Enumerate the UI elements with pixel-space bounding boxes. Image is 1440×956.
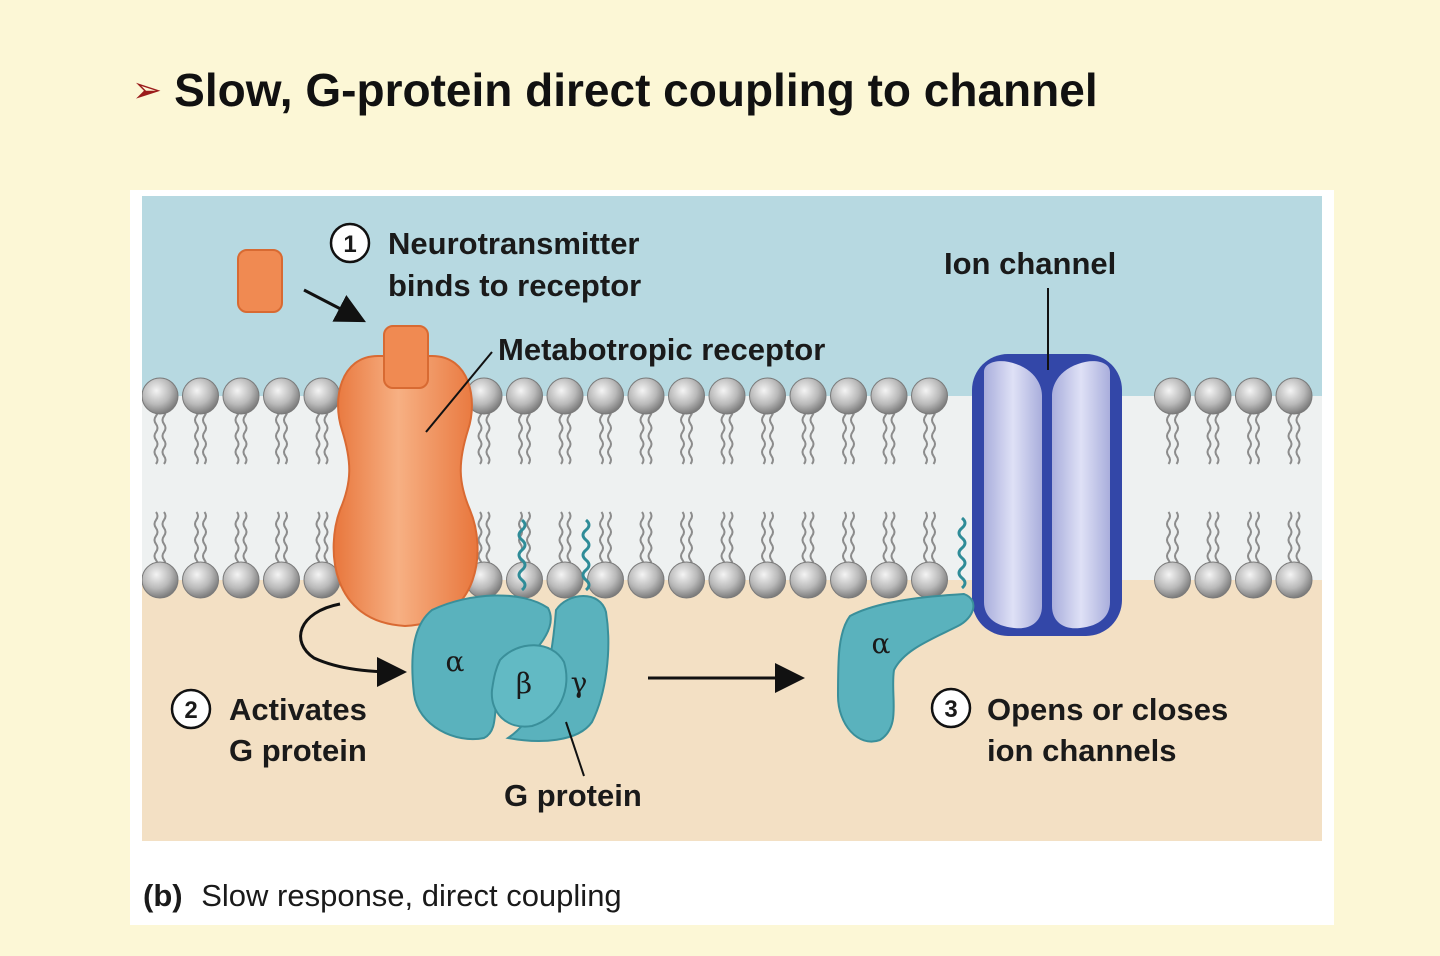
g-protein-leader-line bbox=[565, 721, 585, 777]
alpha-lipid-anchor bbox=[957, 516, 967, 590]
lipid-head bbox=[182, 377, 219, 415]
slide-title-text: Slow, G-protein direct coupling to chann… bbox=[174, 64, 1098, 116]
lipid-head bbox=[668, 561, 705, 599]
svg-text:2: 2 bbox=[184, 697, 197, 724]
slide-title: ➢ Slow, G-protein direct coupling to cha… bbox=[132, 58, 1098, 122]
lipid-head bbox=[789, 377, 827, 415]
lipid-head bbox=[830, 377, 867, 415]
caption-tag: (b) bbox=[143, 878, 183, 913]
step-2-label-line1: Activates bbox=[229, 692, 367, 727]
figure-caption: (b) Slow response, direct coupling bbox=[143, 878, 622, 913]
svg-text:3: 3 bbox=[944, 696, 957, 723]
alpha-subunit-free bbox=[836, 592, 975, 743]
membrane-core bbox=[142, 396, 1322, 580]
g-protein-lipid-anchor bbox=[581, 518, 591, 592]
lipid-head bbox=[263, 377, 300, 415]
g-protein-lipid-anchor bbox=[517, 518, 527, 592]
step-3-label-line2: ion channels bbox=[987, 733, 1176, 768]
lipid-head bbox=[546, 377, 584, 415]
activation-arrow bbox=[299, 602, 407, 687]
lipid-head bbox=[303, 377, 341, 415]
lipid-head bbox=[668, 377, 705, 415]
lipid-head bbox=[830, 561, 867, 599]
metabotropic-receptor bbox=[332, 355, 479, 628]
step-1-marker: 1 bbox=[329, 222, 371, 264]
lipid-head bbox=[1194, 561, 1232, 599]
binding-arrow bbox=[303, 288, 366, 323]
lipid-head bbox=[870, 561, 908, 599]
lipid-head bbox=[1194, 377, 1232, 415]
step-2-marker: 2 bbox=[170, 688, 212, 730]
lipid-head bbox=[587, 377, 624, 415]
lipid-head bbox=[789, 561, 827, 599]
lipid-head bbox=[627, 561, 665, 599]
lipid-heads bbox=[142, 377, 1313, 599]
lipid-head bbox=[911, 377, 948, 415]
lipid-head bbox=[749, 377, 786, 415]
intracellular-region bbox=[142, 580, 1322, 841]
lipid-head bbox=[1154, 561, 1191, 599]
metabotropic-receptor-label: Metabotropic receptor bbox=[498, 332, 825, 367]
lipid-head bbox=[1275, 561, 1313, 599]
step-3-label-line1: Opens or closes bbox=[987, 692, 1228, 727]
lipid-head bbox=[222, 561, 260, 599]
lipid-head bbox=[1154, 377, 1191, 415]
step-2-label-line2: G protein bbox=[229, 733, 367, 768]
lipid-head bbox=[627, 377, 665, 415]
arrowhead-bullet-icon: ➢ bbox=[132, 69, 163, 110]
ion-channel-label: Ion channel bbox=[944, 246, 1116, 281]
ion-channel-left-half bbox=[984, 361, 1042, 629]
step-1-label-line1: Neurotransmitter bbox=[388, 226, 640, 261]
lipid-head bbox=[708, 377, 746, 415]
lipid-head bbox=[587, 561, 624, 599]
lipid-head bbox=[749, 561, 786, 599]
lipid-head bbox=[506, 377, 543, 415]
alpha-symbol: α bbox=[446, 645, 465, 678]
lipid-head bbox=[263, 561, 300, 599]
alpha-free-symbol: α bbox=[872, 627, 891, 660]
lipid-head bbox=[1235, 377, 1272, 415]
receptor-leader-line bbox=[425, 351, 493, 433]
lipid-head bbox=[911, 561, 948, 599]
lipid-head bbox=[142, 561, 179, 599]
lipid-head bbox=[870, 377, 908, 415]
membrane-scene bbox=[142, 196, 1322, 841]
lipid-head bbox=[1235, 561, 1272, 599]
neurotransmitter-molecule bbox=[237, 249, 283, 313]
step-1-label-line2: binds to receptor bbox=[388, 268, 641, 303]
g-protein-beta-subunit bbox=[490, 644, 568, 728]
g-protein-label: G protein bbox=[504, 778, 642, 813]
svg-text:1: 1 bbox=[343, 231, 356, 258]
lipid-head bbox=[222, 377, 260, 415]
ion-channel-right-half bbox=[1052, 361, 1110, 629]
bound-neurotransmitter bbox=[383, 325, 429, 389]
caption-text: Slow response, direct coupling bbox=[201, 878, 621, 913]
step-3-marker: 3 bbox=[930, 687, 972, 729]
lipid-head bbox=[142, 377, 179, 415]
lipid-head bbox=[1275, 377, 1313, 415]
beta-symbol: β bbox=[516, 667, 532, 700]
lipid-head bbox=[546, 561, 584, 599]
lipid-head bbox=[708, 561, 746, 599]
gamma-symbol: γ bbox=[571, 666, 588, 699]
lipid-head bbox=[182, 561, 219, 599]
